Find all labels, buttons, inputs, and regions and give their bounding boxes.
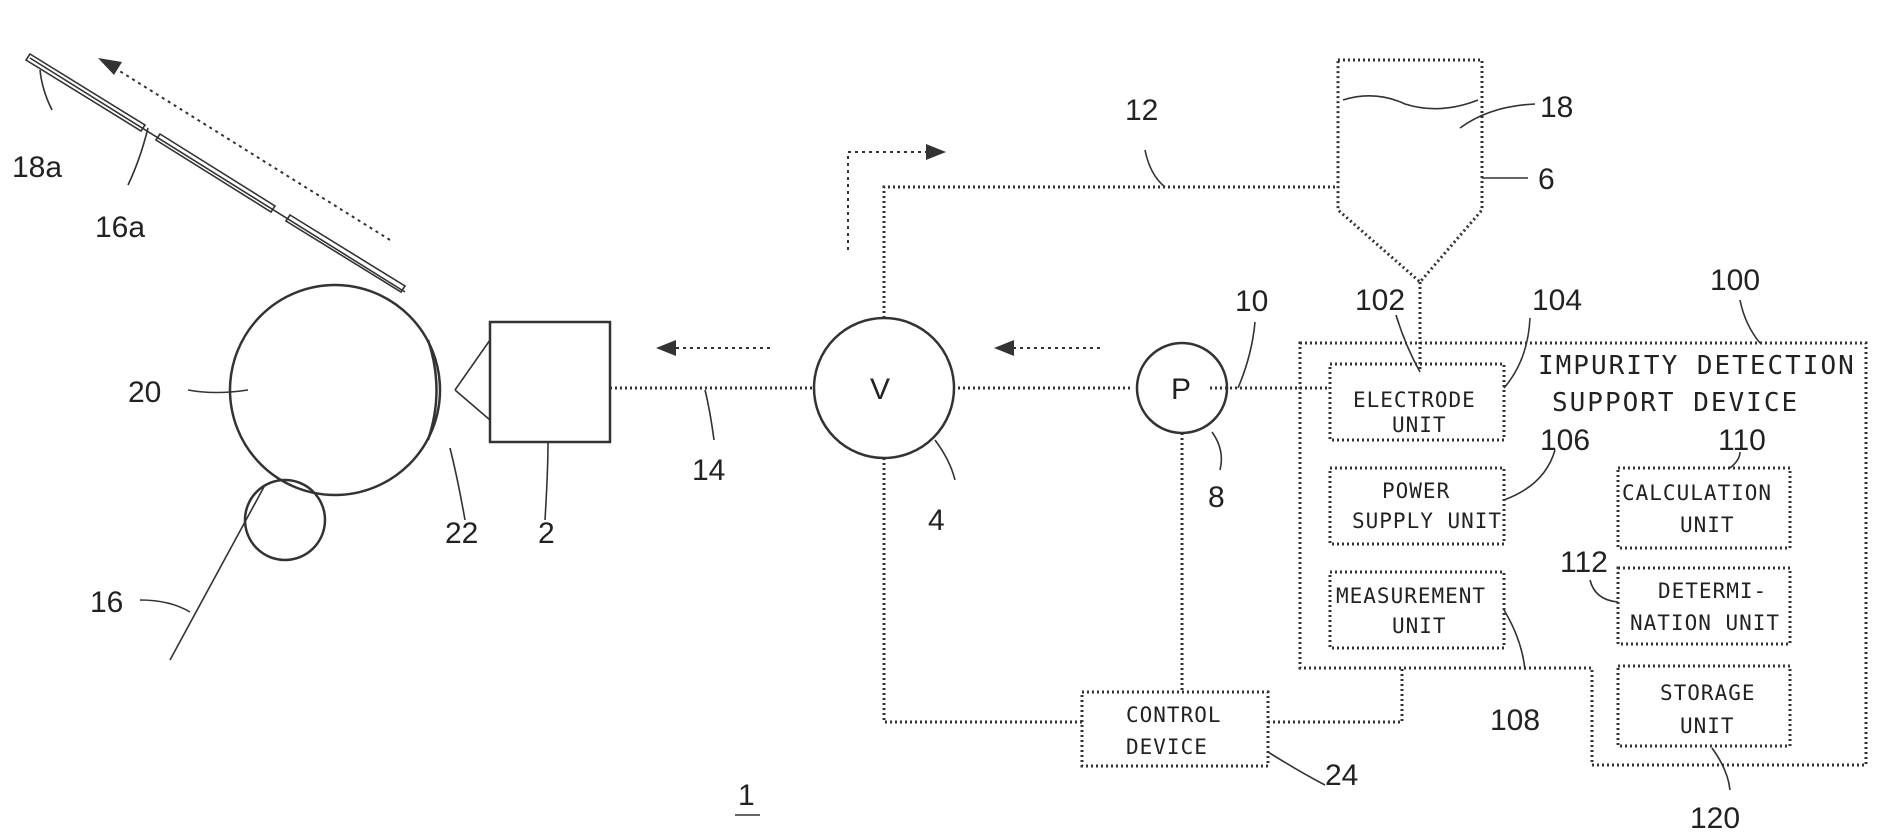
numeral-20: 20 xyxy=(128,376,161,409)
calculation-label-2: UNIT xyxy=(1680,513,1735,537)
numeral-16: 16 xyxy=(90,586,123,619)
storage-label-1: STORAGE xyxy=(1660,681,1756,705)
numeral-108: 108 xyxy=(1490,704,1540,737)
pipe-network xyxy=(610,187,1420,722)
support-device-title-1: IMPURITY DETECTION xyxy=(1538,351,1856,381)
measurement-label-1: MEASUREMENT xyxy=(1336,584,1486,608)
figure-number: 1 xyxy=(738,779,755,812)
electrode-unit-label-1: ELECTRODE xyxy=(1353,388,1476,412)
support-device-title-2: SUPPORT DEVICE xyxy=(1552,388,1799,418)
numeral-16a: 16a xyxy=(95,211,145,244)
numeral-24: 24 xyxy=(1325,759,1358,792)
numeral-102: 102 xyxy=(1355,284,1405,317)
electrode-unit-label-2: UNIT xyxy=(1392,413,1447,437)
leader-lines xyxy=(40,70,1760,790)
numeral-18: 18 xyxy=(1540,91,1573,124)
valve-symbol: V xyxy=(870,373,890,406)
control-device-label-1: CONTROL xyxy=(1126,703,1222,727)
numeral-14: 14 xyxy=(692,454,725,487)
numeral-8: 8 xyxy=(1208,481,1225,514)
control-device-label-2: DEVICE xyxy=(1126,735,1208,759)
numeral-12: 12 xyxy=(1125,94,1158,127)
print-media-output xyxy=(26,54,405,292)
numeral-6: 6 xyxy=(1538,163,1555,196)
head-unit-2 xyxy=(490,322,610,442)
roller xyxy=(245,480,325,560)
numeral-110: 110 xyxy=(1718,424,1766,457)
drum-20 xyxy=(230,285,440,495)
ink-tank-6 xyxy=(1338,60,1482,282)
calculation-label-1: CALCULATION xyxy=(1622,481,1772,505)
numeral-18a: 18a xyxy=(12,151,62,184)
power-supply-label-2: SUPPLY UNIT xyxy=(1352,509,1502,533)
pump-symbol: P xyxy=(1171,373,1191,406)
storage-label-2: UNIT xyxy=(1680,714,1735,738)
determination-label-2: NATION UNIT xyxy=(1630,611,1780,635)
numeral-104: 104 xyxy=(1532,284,1582,317)
medium-16 xyxy=(170,485,265,660)
numeral-22: 22 xyxy=(445,517,478,550)
measurement-label-2: UNIT xyxy=(1392,614,1447,638)
numeral-4: 4 xyxy=(928,504,945,537)
flow-arrows xyxy=(656,144,1100,356)
determination-label-1: DETERMI- xyxy=(1658,579,1767,603)
reference-numerals: 18a 16a 20 16 22 2 14 4 12 18 6 10 8 102… xyxy=(12,91,1766,835)
power-supply-label-1: POWER xyxy=(1382,479,1450,503)
numeral-106: 106 xyxy=(1540,424,1590,457)
numeral-120: 120 xyxy=(1690,802,1740,835)
numeral-10: 10 xyxy=(1235,285,1268,318)
numeral-112: 112 xyxy=(1560,546,1608,579)
numeral-2: 2 xyxy=(538,517,555,550)
numeral-100: 100 xyxy=(1710,264,1760,297)
